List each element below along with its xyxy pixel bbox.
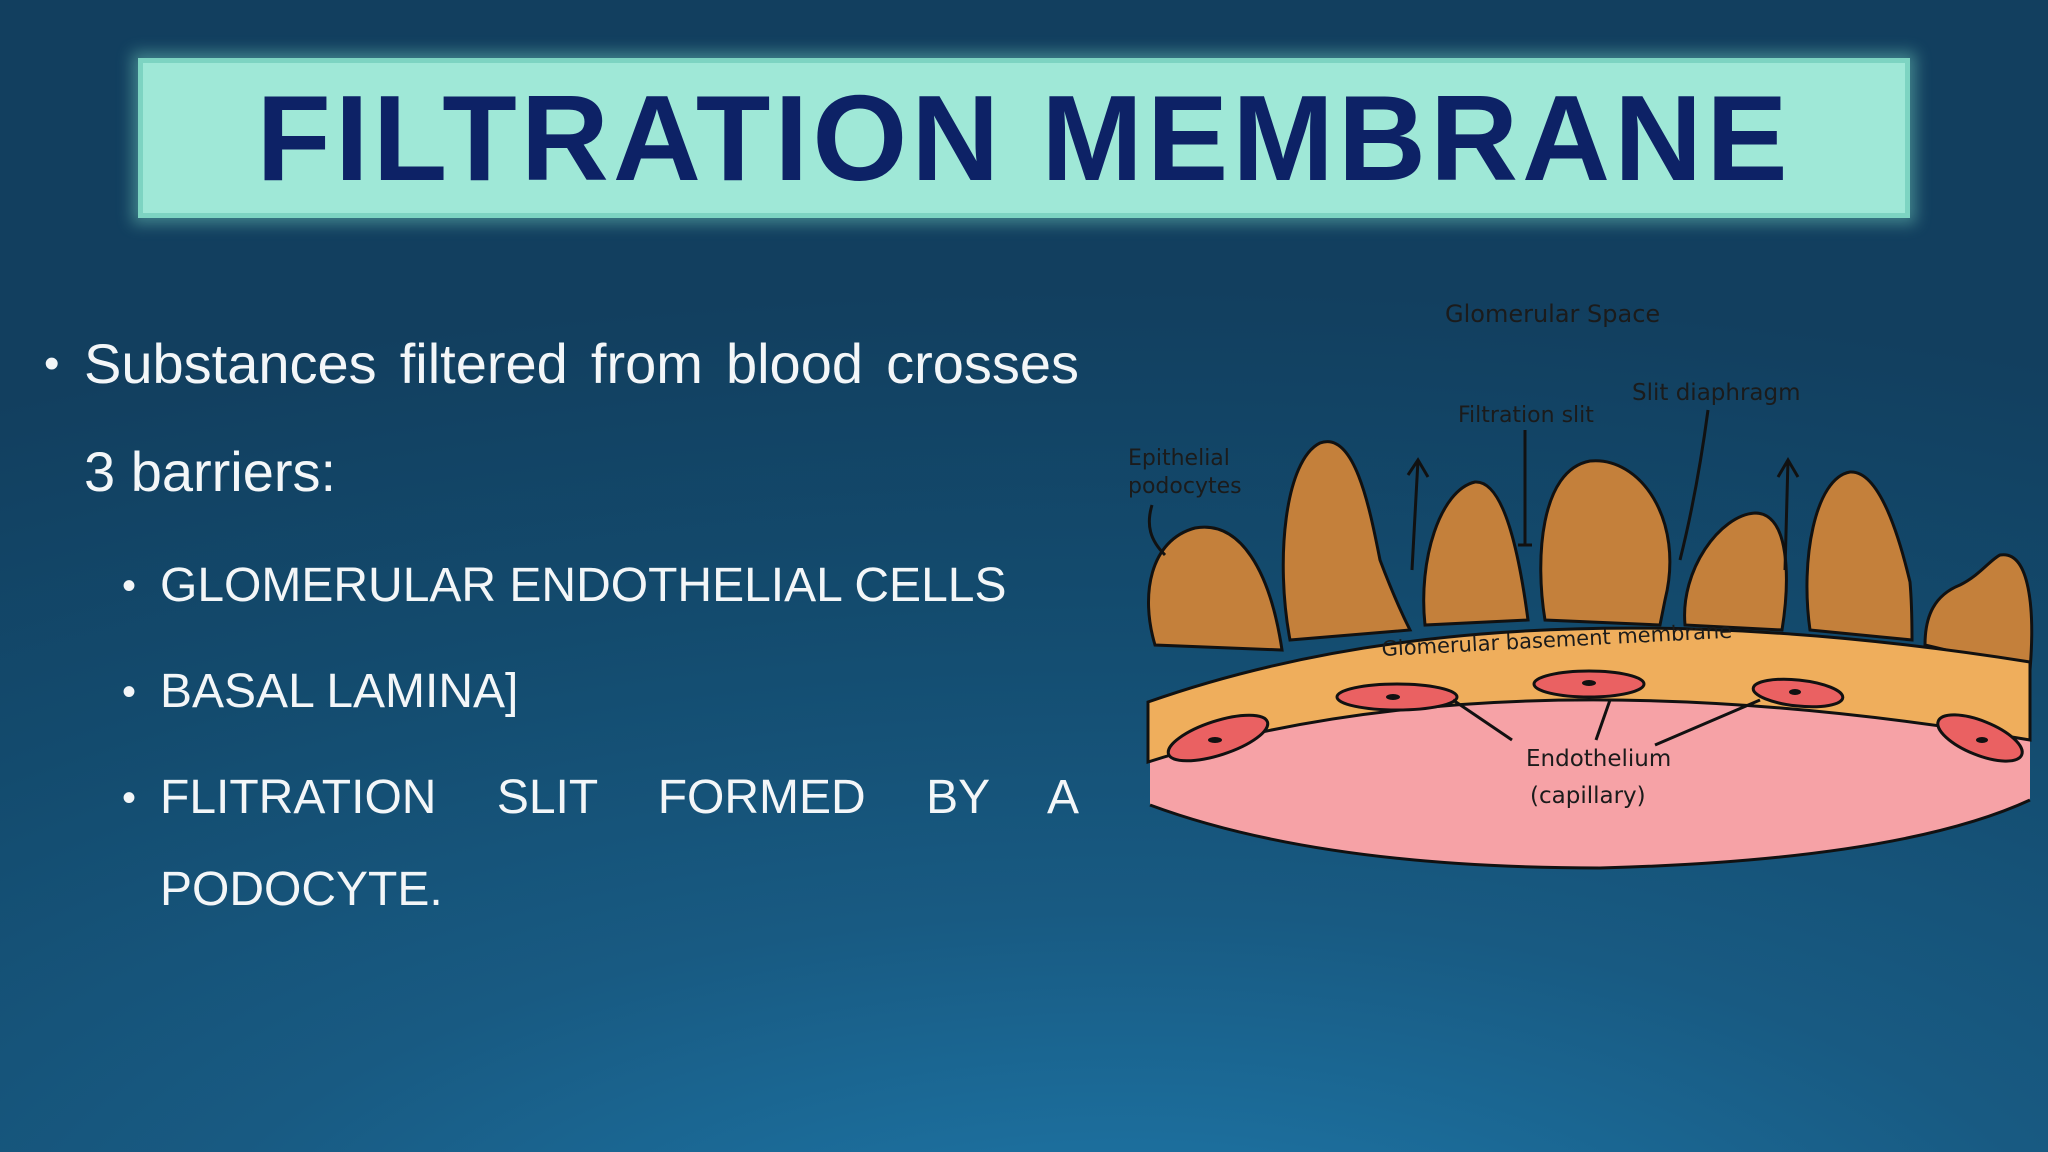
- leader-lines: [1147, 409, 1761, 747]
- bullet-dot-icon: •: [122, 564, 137, 608]
- flow-arrows: [1406, 457, 1800, 571]
- bullet-dot-icon: •: [44, 339, 60, 388]
- podocyte: [1923, 553, 2034, 672]
- label-endothelium: Endothelium: [1526, 746, 1671, 772]
- bullet-sub-text: GLOMERULAR ENDOTHELIAL CELLS: [160, 559, 1007, 612]
- label-glomerular-space: Glomerular Space: [1445, 300, 1660, 328]
- podocytes: [1147, 440, 2034, 672]
- slide-title: FILTRATION MEMBRANE: [256, 70, 1792, 206]
- capillary-outline: [1149, 798, 2031, 870]
- podocyte: [1281, 440, 1413, 642]
- label-slit-diaphragm: Slit diaphragm: [1632, 380, 1801, 406]
- label-filtration-slit: Filtration slit: [1458, 403, 1594, 428]
- title-banner: FILTRATION MEMBRANE: [138, 58, 1910, 218]
- bullet-main-text: Substances filtered from blood crosses 3…: [84, 332, 1079, 503]
- endothelial-nuclei: [1208, 680, 1988, 743]
- bullet-sub-item: • FLITRATION SLIT FORMED BY A PODOCYTE.: [122, 752, 1079, 936]
- podocyte: [1147, 525, 1284, 652]
- bullet-sub-item: • GLOMERULAR ENDOTHELIAL CELLS: [122, 540, 1079, 632]
- label-capillary: (capillary): [1530, 783, 1646, 809]
- bullet-list: • Substances filtered from blood crosses…: [44, 310, 1079, 936]
- bullet-dot-icon: •: [122, 670, 137, 714]
- podocyte: [1805, 470, 1914, 642]
- label-podocytes: podocytes: [1128, 474, 1242, 499]
- bullet-main: • Substances filtered from blood crosses…: [44, 310, 1079, 526]
- bullet-sub-item: • BASAL LAMINA]: [122, 646, 1079, 738]
- capillary-lumen: [1150, 676, 2030, 868]
- podocyte: [1539, 459, 1672, 627]
- podocyte: [1683, 511, 1788, 632]
- bullet-sub-text: BASAL LAMINA]: [160, 665, 519, 718]
- up-arrow-icon: [1406, 457, 1430, 571]
- filtration-membrane-diagram: Glomerular Space Filtration slit Slit di…: [1128, 300, 2034, 870]
- up-arrow-icon: [1776, 457, 1800, 571]
- podocyte: [1422, 480, 1530, 627]
- bullet-dot-icon: •: [122, 776, 137, 820]
- label-epithelial: Epithelial: [1128, 446, 1230, 471]
- bullet-sub-text: FLITRATION SLIT FORMED BY A PODOCYTE.: [160, 771, 1079, 916]
